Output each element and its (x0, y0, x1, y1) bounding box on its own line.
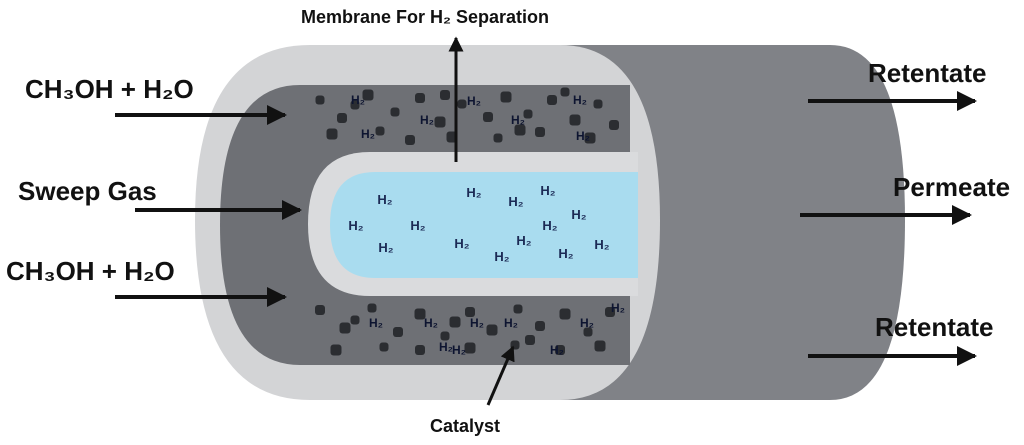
catalyst-particle (315, 95, 325, 105)
catalyst-particle (393, 327, 403, 337)
h2-molecule: H₂ (511, 113, 525, 127)
catalyst-particle (415, 345, 425, 355)
catalyst-particle (500, 91, 512, 103)
catalyst-particle (339, 322, 351, 334)
catalyst-particle (513, 304, 523, 314)
h2-molecule: H₂ (508, 194, 523, 209)
h2-molecule: H₂ (424, 316, 438, 330)
catalyst-particle (415, 93, 425, 103)
catalyst-particle (449, 316, 461, 328)
catalyst-particle (350, 100, 360, 110)
h2-molecule: H₂ (580, 316, 594, 330)
catalyst-particle (390, 107, 400, 117)
catalyst-particle (405, 135, 415, 145)
catalyst-particle (547, 95, 557, 105)
catalyst-particle (362, 89, 374, 101)
catalyst-particle (434, 116, 446, 128)
catalyst-particle (523, 109, 533, 119)
catalyst-particle (315, 305, 325, 315)
catalyst-particle (486, 324, 498, 336)
permeate-channel (330, 172, 638, 278)
h2-molecule: H₂ (571, 207, 586, 222)
catalyst-particle (605, 307, 615, 317)
h2-molecule: H₂ (558, 246, 573, 261)
catalyst-label: Catalyst (430, 416, 500, 436)
h2-molecule: H₂ (410, 218, 425, 233)
catalyst-particle (440, 90, 450, 100)
catalyst-particle (559, 308, 571, 320)
h2-molecule: H₂ (452, 343, 466, 357)
catalyst-particle (569, 114, 581, 126)
inlet-top-label: CH₃OH + H₂O (25, 74, 194, 104)
h2-molecule: H₂ (504, 316, 518, 330)
catalyst-particle (330, 344, 342, 356)
h2-molecule: H₂ (369, 316, 383, 330)
h2-molecule: H₂ (516, 233, 531, 248)
catalyst-particle (367, 303, 377, 313)
h2-molecule: H₂ (576, 129, 590, 143)
h2-molecule: H₂ (470, 316, 484, 330)
catalyst-particle (464, 342, 476, 354)
catalyst-particle (584, 132, 596, 144)
catalyst-particle (326, 128, 338, 140)
catalyst-particle (555, 345, 565, 355)
catalyst-particle (535, 127, 545, 137)
catalyst-particle (594, 340, 606, 352)
catalyst-particle (483, 112, 493, 122)
catalyst-particle (337, 113, 347, 123)
catalyst-particle (593, 99, 603, 109)
permeate-label: Permeate (893, 172, 1010, 202)
catalyst-particle (440, 331, 450, 341)
h2-molecule: H₂ (573, 93, 587, 107)
catalyst-particle (375, 126, 385, 136)
h2-molecule: H₂ (550, 343, 564, 357)
catalyst-particle (465, 307, 475, 317)
h2-molecule: H₂ (378, 240, 393, 255)
h2-molecule: H₂ (494, 249, 509, 264)
catalyst-particle (535, 321, 545, 331)
h2-molecule: H₂ (542, 218, 557, 233)
sweep-gas-label: Sweep Gas (18, 176, 157, 206)
h2-molecule: H₂ (377, 192, 392, 207)
catalyst-particle (514, 124, 526, 136)
catalyst-particle (379, 342, 389, 352)
catalyst-particles (315, 87, 619, 356)
h2-molecule: H₂ (594, 237, 609, 252)
membrane-label: Membrane For H₂ Separation (301, 7, 549, 27)
catalyst-particle (560, 87, 570, 97)
catalyst-pointer-arrow (486, 345, 515, 406)
catalyst-particle (493, 133, 503, 143)
catalyst-particle (457, 99, 467, 109)
h2-molecule: H₂ (466, 185, 481, 200)
h2-molecule: H₂ (439, 340, 453, 354)
inlet-bottom-label: CH₃OH + H₂O (6, 256, 175, 286)
h2-molecule: H₂ (467, 94, 481, 108)
h2-molecule: H₂ (351, 93, 365, 107)
catalyst-particle (350, 315, 360, 325)
catalyst-particle (609, 120, 619, 130)
h2-molecule: H₂ (348, 218, 363, 233)
h2-molecule: H₂ (361, 127, 375, 141)
h2-molecule: H₂ (454, 236, 469, 251)
h2-molecule: H₂ (611, 301, 625, 315)
retentate-bottom-label: Retentate (875, 312, 993, 342)
h2-molecule: H₂ (540, 183, 555, 198)
catalyst-particle (414, 308, 426, 320)
h2-molecule: H₂ (420, 113, 434, 127)
catalyst-particle (525, 335, 535, 345)
retentate-top-label: Retentate (868, 58, 986, 88)
catalyst-particle (583, 327, 593, 337)
